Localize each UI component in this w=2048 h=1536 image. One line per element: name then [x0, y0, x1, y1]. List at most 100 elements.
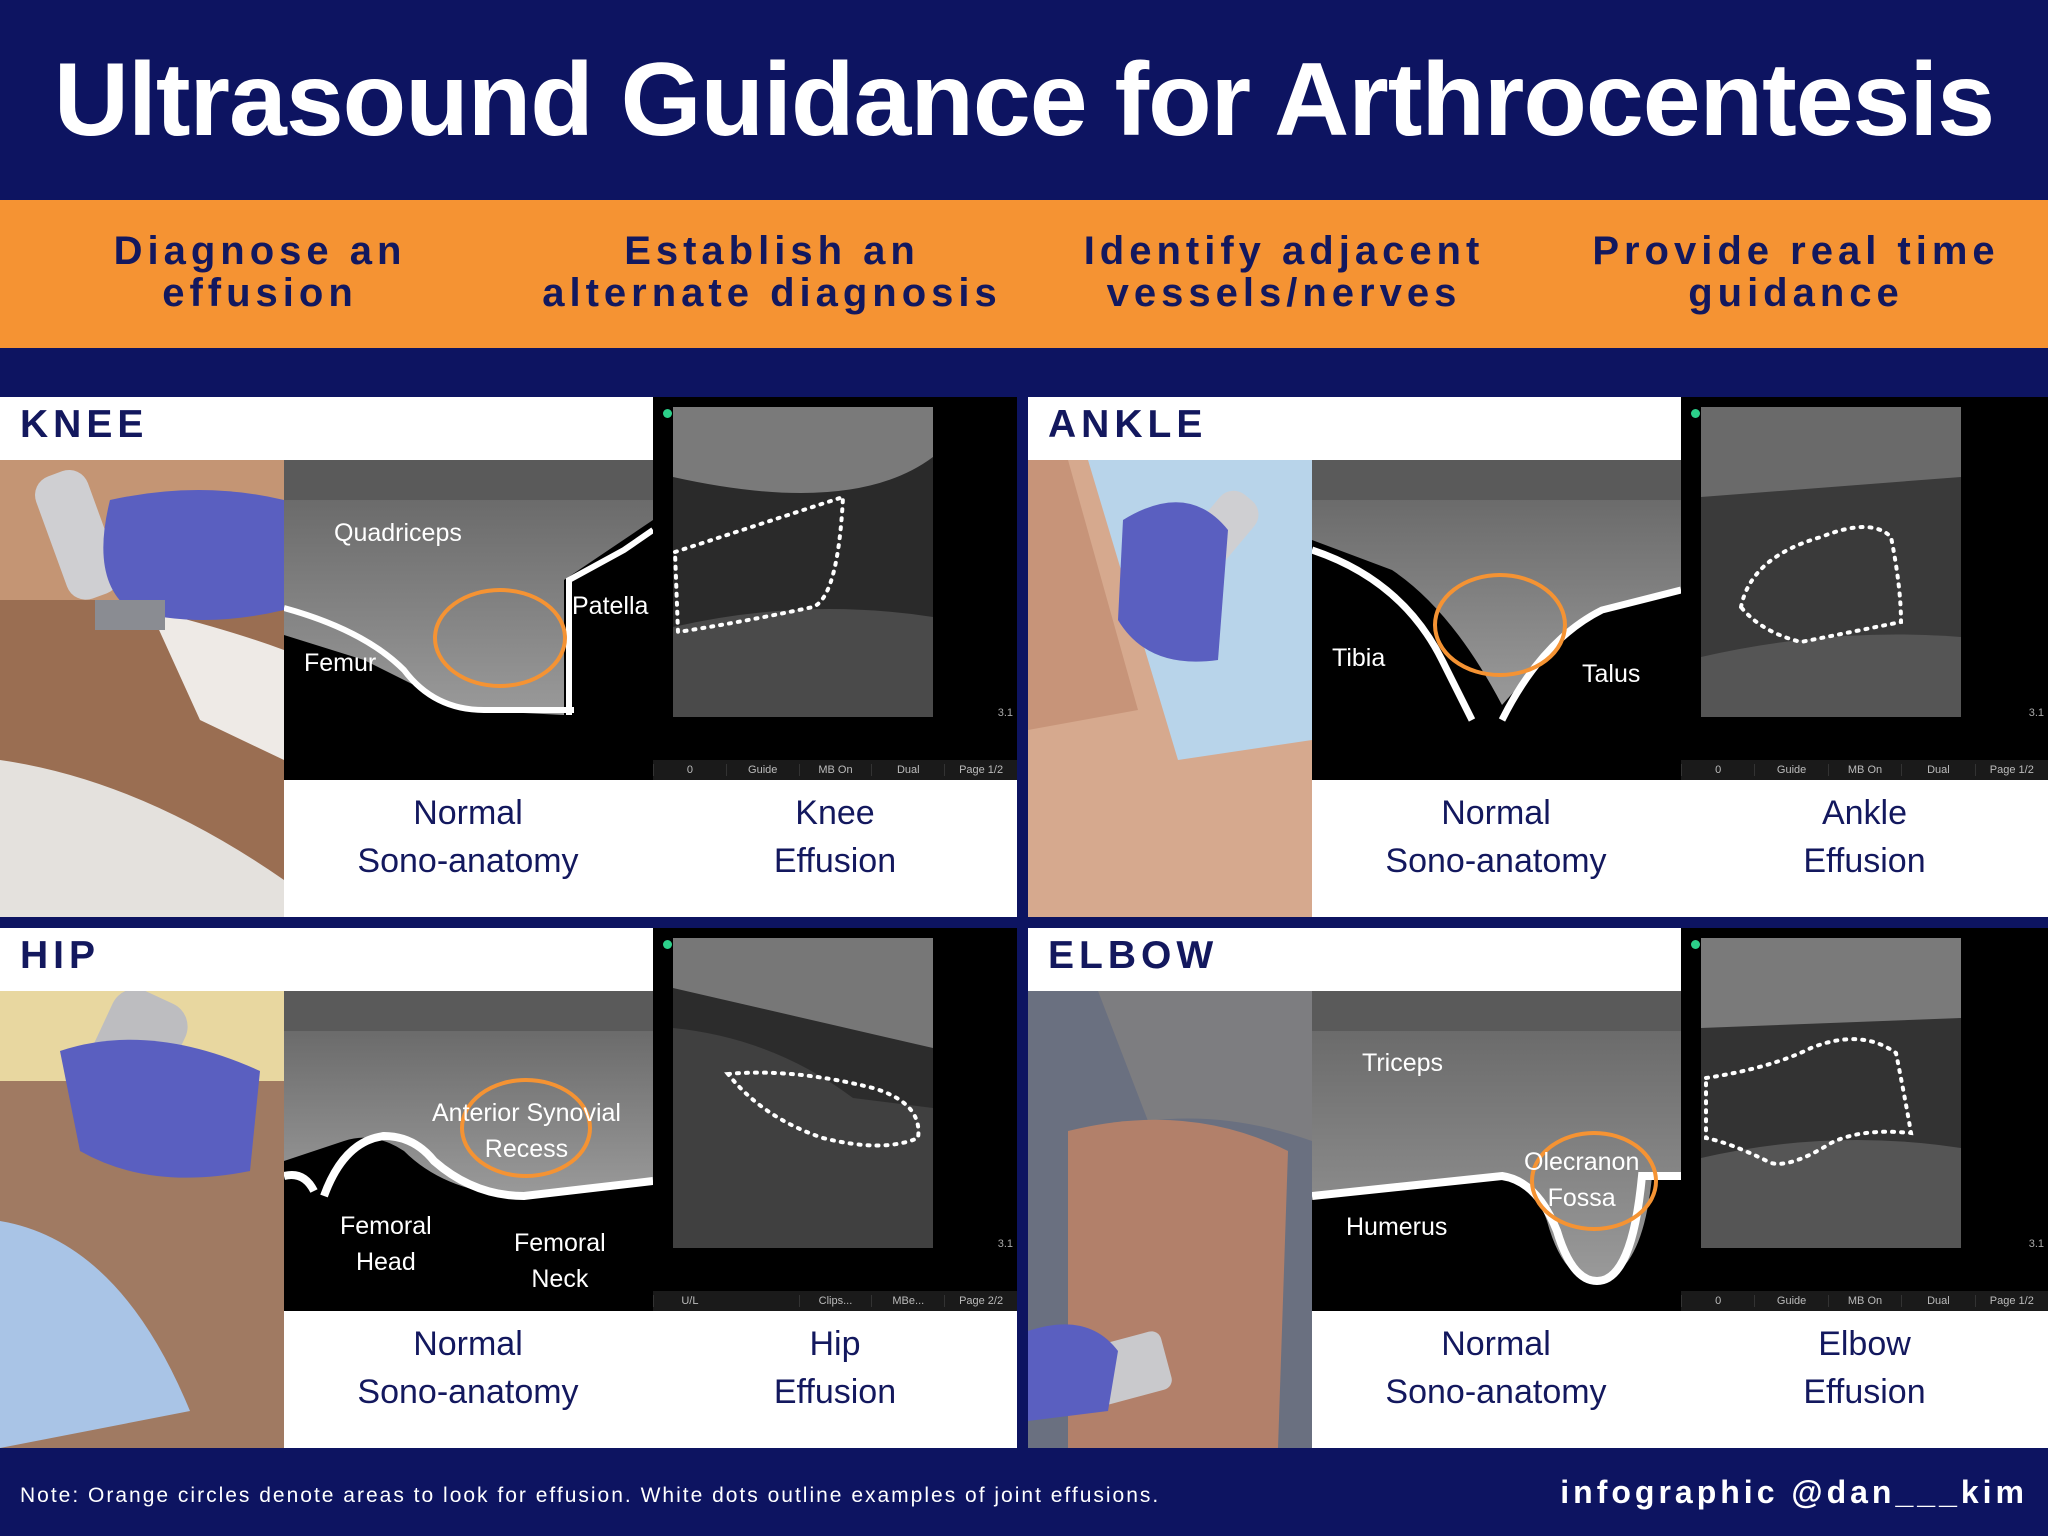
effusion-circle: [1530, 1131, 1658, 1231]
toolbar-item: Dual: [1901, 764, 1974, 776]
label-line: Head: [355, 1248, 416, 1276]
toolbar-item: Dual: [1901, 1295, 1974, 1307]
toolbar-item: 0: [1681, 1295, 1754, 1307]
caption-line: Normal: [413, 794, 523, 832]
label-line: Neck: [531, 1265, 589, 1293]
effusion-outline: [672, 494, 846, 635]
caption-line: Elbow: [1818, 1325, 1911, 1363]
caption-line: Normal: [1441, 794, 1551, 832]
joint-title: KNEE: [20, 403, 149, 446]
label-talus: Talus: [1582, 660, 1641, 688]
caption-line: Sono-anatomy: [1385, 1373, 1607, 1411]
caption-line: Knee: [795, 794, 875, 832]
elbow-probe-photo: [1028, 991, 1312, 1448]
benefit-line: effusion: [162, 271, 358, 315]
status-dot: [1691, 940, 1700, 949]
joint-title: ANKLE: [1048, 403, 1208, 446]
normal-caption: Normal Sono-anatomy: [1316, 789, 1676, 885]
toolbar-item: MB On: [798, 764, 872, 776]
elbow-panel: ELBOW Triceps Olecranon Fossa Humerus: [1028, 928, 2048, 1448]
benefit-line: Diagnose an: [113, 229, 407, 273]
effusion-caption: Knee Effusion: [653, 789, 1017, 885]
normal-caption: Normal Sono-anatomy: [288, 1320, 648, 1416]
benefit-guidance: Provide real time guidance: [1546, 230, 2046, 314]
effusion-outline: [724, 1070, 921, 1148]
caption-line: Effusion: [1803, 842, 1926, 880]
status-dot: [1691, 409, 1700, 418]
benefit-line: Establish an: [624, 229, 920, 273]
label-femoral-head: Femoral Head: [340, 1208, 432, 1280]
status-dot: [663, 409, 672, 418]
label-line: Femoral: [514, 1229, 606, 1257]
ankle-probe-photo: [1028, 460, 1312, 917]
ultrasound-toolbar: 0 Guide MB On Dual Page 1/2: [1681, 1291, 2048, 1311]
caption-line: Effusion: [773, 1373, 897, 1411]
normal-caption: Normal Sono-anatomy: [288, 789, 648, 885]
toolbar-item: Guide: [1754, 764, 1827, 776]
joint-title: ELBOW: [1048, 934, 1219, 977]
toolbar-item: 0: [1681, 764, 1754, 776]
elbow-sono-diagram: Triceps Olecranon Fossa Humerus: [1311, 991, 1681, 1311]
caption-line: Normal: [1441, 1325, 1551, 1363]
author-credit: infographic @dan___kim: [1560, 1474, 2028, 1510]
scale-readout: 3.1: [2028, 1238, 2044, 1250]
normal-caption: Normal Sono-anatomy: [1316, 1320, 1676, 1416]
effusion-outline: [1704, 1037, 1914, 1166]
benefit-line: Identify adjacent: [1083, 229, 1485, 273]
label-femur: Femur: [304, 649, 377, 677]
page-title: Ultrasound Guidance for Arthrocentesis: [53, 41, 1995, 158]
label-anterior-synovial-recess: Anterior Synovial Recess: [432, 1095, 621, 1167]
toolbar-item: Page 1/2: [1974, 764, 2048, 776]
effusion-caption: Hip Effusion: [653, 1320, 1017, 1416]
caption-line: Effusion: [773, 842, 897, 880]
benefit-line: vessels/nerves: [1106, 271, 1462, 315]
caption-line: Ankle: [1821, 794, 1908, 832]
footnote: Note: Orange circles denote areas to loo…: [20, 1484, 1161, 1507]
effusion-circle: [460, 1078, 592, 1178]
toolbar-item: U/L: [653, 1295, 726, 1307]
label-humerus: Humerus: [1346, 1213, 1448, 1241]
effusion-circle: [433, 588, 567, 688]
toolbar-item: Guide: [725, 764, 799, 776]
caption-line: Sono-anatomy: [1385, 842, 1607, 880]
benefits-band: Diagnose an effusion Establish an altern…: [0, 200, 2048, 348]
label-quadriceps: Quadriceps: [334, 519, 462, 547]
toolbar-item: Page 1/2: [944, 764, 1017, 776]
benefit-alternate: Establish an alternate diagnosis: [522, 230, 1022, 314]
benefit-diagnose: Diagnose an effusion: [10, 230, 510, 314]
knee-probe-photo: [0, 460, 284, 917]
label-femoral-neck: Femoral Neck: [514, 1225, 606, 1297]
effusion-caption: Ankle Effusion: [1681, 789, 2048, 885]
caption-line: Sono-anatomy: [357, 842, 579, 880]
toolbar-item: Clips...: [798, 1295, 872, 1307]
ultrasound-toolbar: 0 Guide MB On Dual Page 1/2: [1681, 760, 2048, 780]
hip-sono-diagram: Anterior Synovial Recess Femoral Head Fe…: [283, 991, 654, 1311]
toolbar-item: MB On: [1827, 764, 1901, 776]
ankle-ultrasound-image: 3.1 0 Guide MB On Dual Page 1/2: [1681, 397, 2048, 780]
caption-line: Effusion: [1803, 1373, 1926, 1411]
scale-readout: 3.1: [2028, 707, 2044, 719]
effusion-circle: [1433, 573, 1567, 677]
toolbar-item: Guide: [1754, 1295, 1827, 1307]
knee-sono-diagram: Quadriceps Patella Femur: [283, 460, 655, 780]
ankle-sono-diagram: Tibia Talus: [1310, 460, 1682, 780]
knee-ultrasound-image: 3.1 0 Guide MB On Dual Page 1/2: [653, 397, 1017, 780]
ankle-panel: ANKLE Tibia Talus 3: [1028, 397, 2048, 917]
hip-probe-photo: [0, 988, 284, 1448]
toolbar-item: Page 2/2: [944, 1295, 1017, 1307]
label-triceps: Triceps: [1362, 1049, 1444, 1077]
label-tibia: Tibia: [1332, 644, 1386, 672]
scale-readout: 3.1: [997, 1238, 1013, 1250]
benefit-line: guidance: [1688, 271, 1904, 315]
label-line: Olecranon: [1524, 1148, 1640, 1176]
scale-readout: 3.1: [997, 707, 1013, 719]
hip-panel: HIP Anterior Synovial Recess Femoral Hea…: [0, 928, 1017, 1448]
caption-line: Sono-anatomy: [357, 1373, 579, 1411]
toolbar-item: MB On: [1827, 1295, 1901, 1307]
benefit-line: Provide real time: [1592, 229, 2000, 273]
toolbar-item: MBe...: [871, 1295, 944, 1307]
caption-line: Hip: [809, 1325, 861, 1363]
status-dot: [663, 940, 672, 949]
caption-line: Normal: [413, 1325, 523, 1363]
toolbar-item: Page 1/2: [1974, 1295, 2048, 1307]
